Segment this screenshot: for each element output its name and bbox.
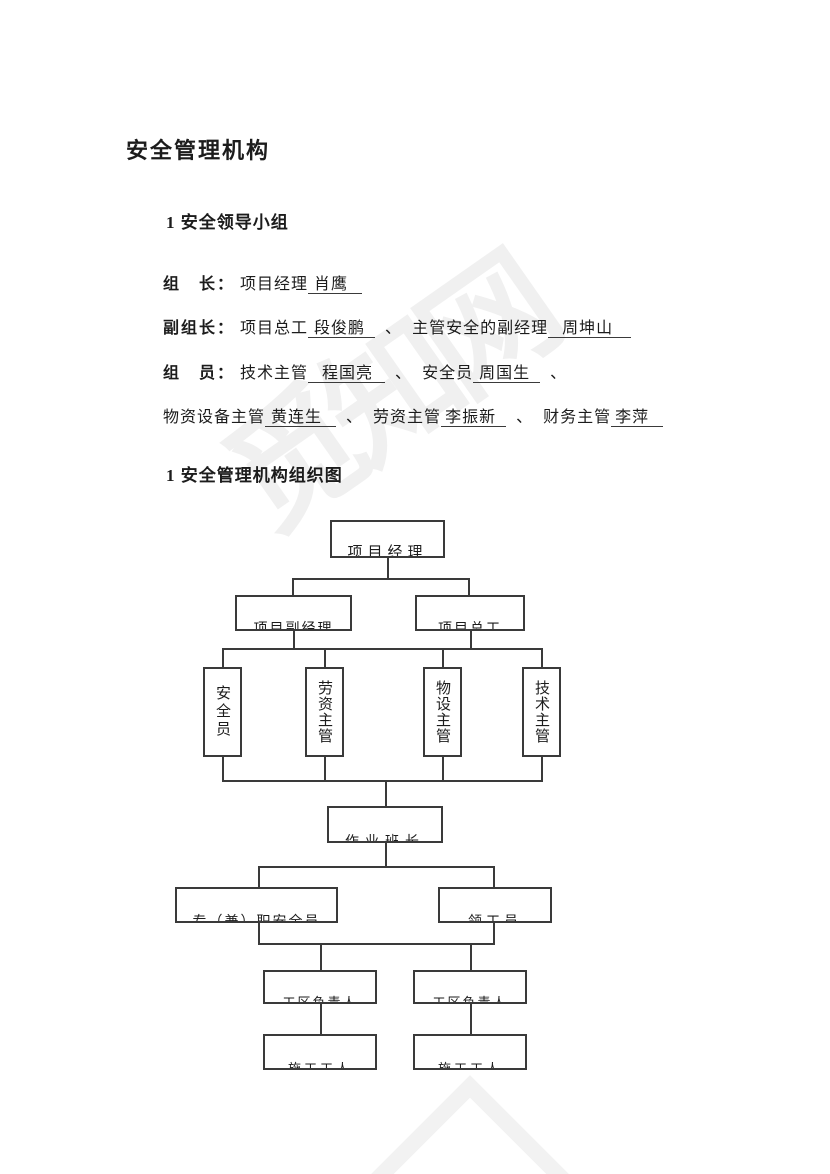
connector-line [470,1004,472,1034]
orgchart-label-workers-left: 施工工人 [287,1061,352,1070]
connector-line [292,578,470,580]
orgchart-label-team-leader: 作业班长 [345,835,425,843]
role-labor-supervisor: 劳资主管 [373,409,442,426]
orgchart-label-equipment-supervisor: 物设主管 [434,680,450,744]
orgchart-label-technical-supervisor: 技术主管 [533,680,549,744]
connector-line [258,866,260,887]
role-safety-deputy-manager: 主管安全的副经理 [412,320,549,337]
name-duanjunpeng: 段俊鹏 [308,320,376,338]
orgchart-label-safety-officer: 安全员 [214,685,230,739]
connector-line [222,648,224,667]
connector-line [385,843,387,866]
orgchart-box-workers-right: 施工工人 [413,1034,527,1070]
connector-line [222,780,543,782]
name-liping: 李萍 [611,409,664,427]
name-zhouguosheng: 周国生 [473,365,541,383]
connector-line [320,1004,322,1034]
section-heading-orgchart: 1 安全管理机构组织图 [166,466,343,485]
connector-line [324,757,326,780]
role-chief-engineer: 项目总工 [240,320,309,337]
orgchart-label-labor-supervisor: 劳资主管 [316,680,332,744]
connector-line [293,631,295,648]
orgchart-box-zone-chief-left: 工区负责人 [263,970,377,1004]
orgchart-label-project-manager: 项目经理 [347,545,428,558]
connector-line [324,648,326,667]
connector-line [493,866,495,887]
connector-line [541,648,543,667]
watermark-diamond-logo [344,1075,596,1174]
line-deputy-leaders: 副组长： 项目总工段俊鹏 、 主管安全的副经理周坤山 [163,314,632,338]
connector-line [493,923,495,943]
orgchart-label-dedicated-safety-officer: 专（兼）职安全员 [192,915,321,923]
orgchart-box-technical-supervisor: 技术主管 [522,667,561,757]
orgchart-box-dedicated-safety-officer: 专（兼）职安全员 [175,887,338,923]
connector-line [442,648,444,667]
role-project-manager: 项目经理 [240,276,309,293]
role-safety-officer: 安全员 [422,365,474,382]
label-deputy-leader: 副组长： [163,320,236,337]
orgchart-label-zone-chief-right: 工区负责人 [432,995,508,1004]
label-members: 组 员： [163,365,236,382]
connector-line [320,943,322,970]
orgchart-box-chief-engineer: 项目总工 [415,595,525,631]
orgchart-label-workers-right: 施工工人 [437,1061,502,1070]
line-members-2: 物资设备主管黄连生 、 劳资主管李振新 、 财务主管李萍 [163,403,664,427]
orgchart-box-safety-officer: 安全员 [203,667,242,757]
section-heading-leadership: 1 安全领导小组 [166,213,289,232]
orgchart-label-foreman: 领工员 [468,915,522,923]
connector-line [468,578,470,595]
orgchart-label-zone-chief-left: 工区负责人 [282,995,358,1004]
separator: 、 [385,320,403,337]
connector-line [541,757,543,780]
line-group-leader: 组 长： 项目经理肖鹰 [163,270,363,294]
orgchart-box-team-leader: 作业班长 [327,806,443,843]
orgchart-box-labor-supervisor: 劳资主管 [305,667,344,757]
orgchart-label-deputy-manager: 项目副经理 [253,622,334,631]
separator: 、 [550,365,568,382]
page-title: 安全管理机构 [126,138,271,163]
orgchart-label-chief-engineer: 项目总工 [438,622,502,631]
connector-line [258,866,495,868]
separator: 、 [516,409,534,426]
orgchart-box-project-manager: 项目经理 [330,520,445,558]
name-chengguoliang: 程国亮 [308,365,386,383]
connector-line [387,558,389,578]
connector-line [222,757,224,780]
line-members-1: 组 员： 技术主管程国亮 、 安全员周国生 、 [163,359,572,383]
role-finance-supervisor: 财务主管 [543,409,612,426]
connector-line [442,757,444,780]
name-huangliansheng: 黄连生 [265,409,337,427]
name-xiaoying: 肖鹰 [308,276,363,294]
connector-line [258,923,260,943]
name-zhoukunshan: 周坤山 [548,320,632,338]
connector-line [470,943,472,970]
orgchart-box-equipment-supervisor: 物设主管 [423,667,462,757]
role-equipment-supervisor: 物资设备主管 [163,409,266,426]
connector-line [292,578,294,595]
connector-line [470,631,472,648]
separator: 、 [395,365,413,382]
separator: 、 [346,409,364,426]
role-technical-supervisor: 技术主管 [240,365,309,382]
connector-line [385,780,387,806]
connector-line [222,648,543,650]
label-group-leader: 组 长： [163,276,236,293]
orgchart-box-workers-left: 施工工人 [263,1034,377,1070]
orgchart-box-foreman: 领工员 [438,887,552,923]
name-lizhenxin: 李振新 [441,409,507,427]
orgchart-box-deputy-manager: 项目副经理 [235,595,352,631]
connector-line [258,943,495,945]
orgchart-box-zone-chief-right: 工区负责人 [413,970,527,1004]
